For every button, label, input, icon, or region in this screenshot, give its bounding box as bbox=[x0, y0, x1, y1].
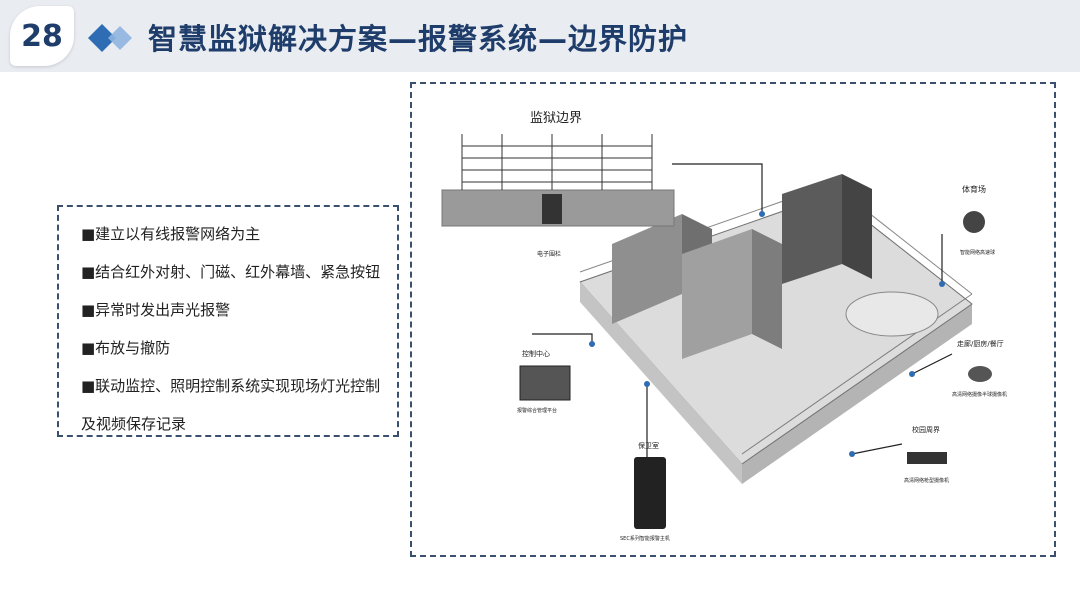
page-number-badge: 28 bbox=[10, 6, 74, 66]
list-item: ■建立以有线报警网络为主 bbox=[81, 225, 261, 243]
corridor-label: 走廊/厨房/餐厅 bbox=[957, 339, 1004, 348]
list-item: ■布放与撤防 bbox=[81, 339, 171, 357]
feature-list-box: ■建立以有线报警网络为主 ■结合红外对射、门磁、红外幕墙、紧急按钮 ■异常时发出… bbox=[57, 205, 399, 437]
list-item: ■异常时发出声光报警 bbox=[81, 301, 231, 319]
bullet-camera-icon bbox=[907, 452, 947, 464]
perimeter-label: 校园周界 bbox=[912, 425, 940, 434]
gym-label: 体育场 bbox=[962, 184, 986, 194]
dome-camera-icon bbox=[968, 366, 992, 382]
corridor-caption: 高清网络摄像半球摄像机 bbox=[952, 391, 1007, 398]
list-item: 及视频保存记录 bbox=[81, 415, 187, 433]
perimeter-caption: 高清网络枪型摄像机 bbox=[904, 477, 949, 484]
page-number: 28 bbox=[21, 18, 63, 54]
fence-label: 监狱边界 bbox=[530, 111, 582, 126]
campus-diagram: 监狱边界 电子围栏 体育场 智能网络高速球 走廊/厨房/餐厅 高清网络摄像半球摄… bbox=[441, 111, 1007, 542]
page-title: 智慧监狱解决方案—报警系统—边界防护 bbox=[148, 22, 689, 56]
monitor-icon bbox=[519, 365, 571, 401]
guard-caption: SEC系列智能报警主机 bbox=[620, 535, 670, 542]
prison-illustration: 监狱边界 电子围栏 体育场 智能网络高速球 走廊/厨房/餐厅 高清网络摄像半球摄… bbox=[410, 82, 1056, 557]
alarm-host-icon bbox=[634, 457, 666, 529]
control-label: 控制中心 bbox=[522, 349, 550, 358]
gym-caption: 智能网络高速球 bbox=[960, 249, 995, 256]
control-caption: 报警综合管理平台 bbox=[517, 407, 557, 414]
header-bar: 28 智慧监狱解决方案—报警系统—边界防护 bbox=[0, 0, 1080, 72]
fence-caption: 电子围栏 bbox=[537, 250, 561, 258]
guard-label: 保卫室 bbox=[638, 441, 659, 450]
list-item: ■结合红外对射、门磁、红外幕墙、紧急按钮 bbox=[81, 263, 381, 281]
list-item: ■联动监控、照明控制系统实现现场灯光控制 bbox=[81, 377, 381, 395]
speed-dome-camera-icon bbox=[963, 211, 985, 233]
diamond-icon bbox=[88, 24, 132, 52]
